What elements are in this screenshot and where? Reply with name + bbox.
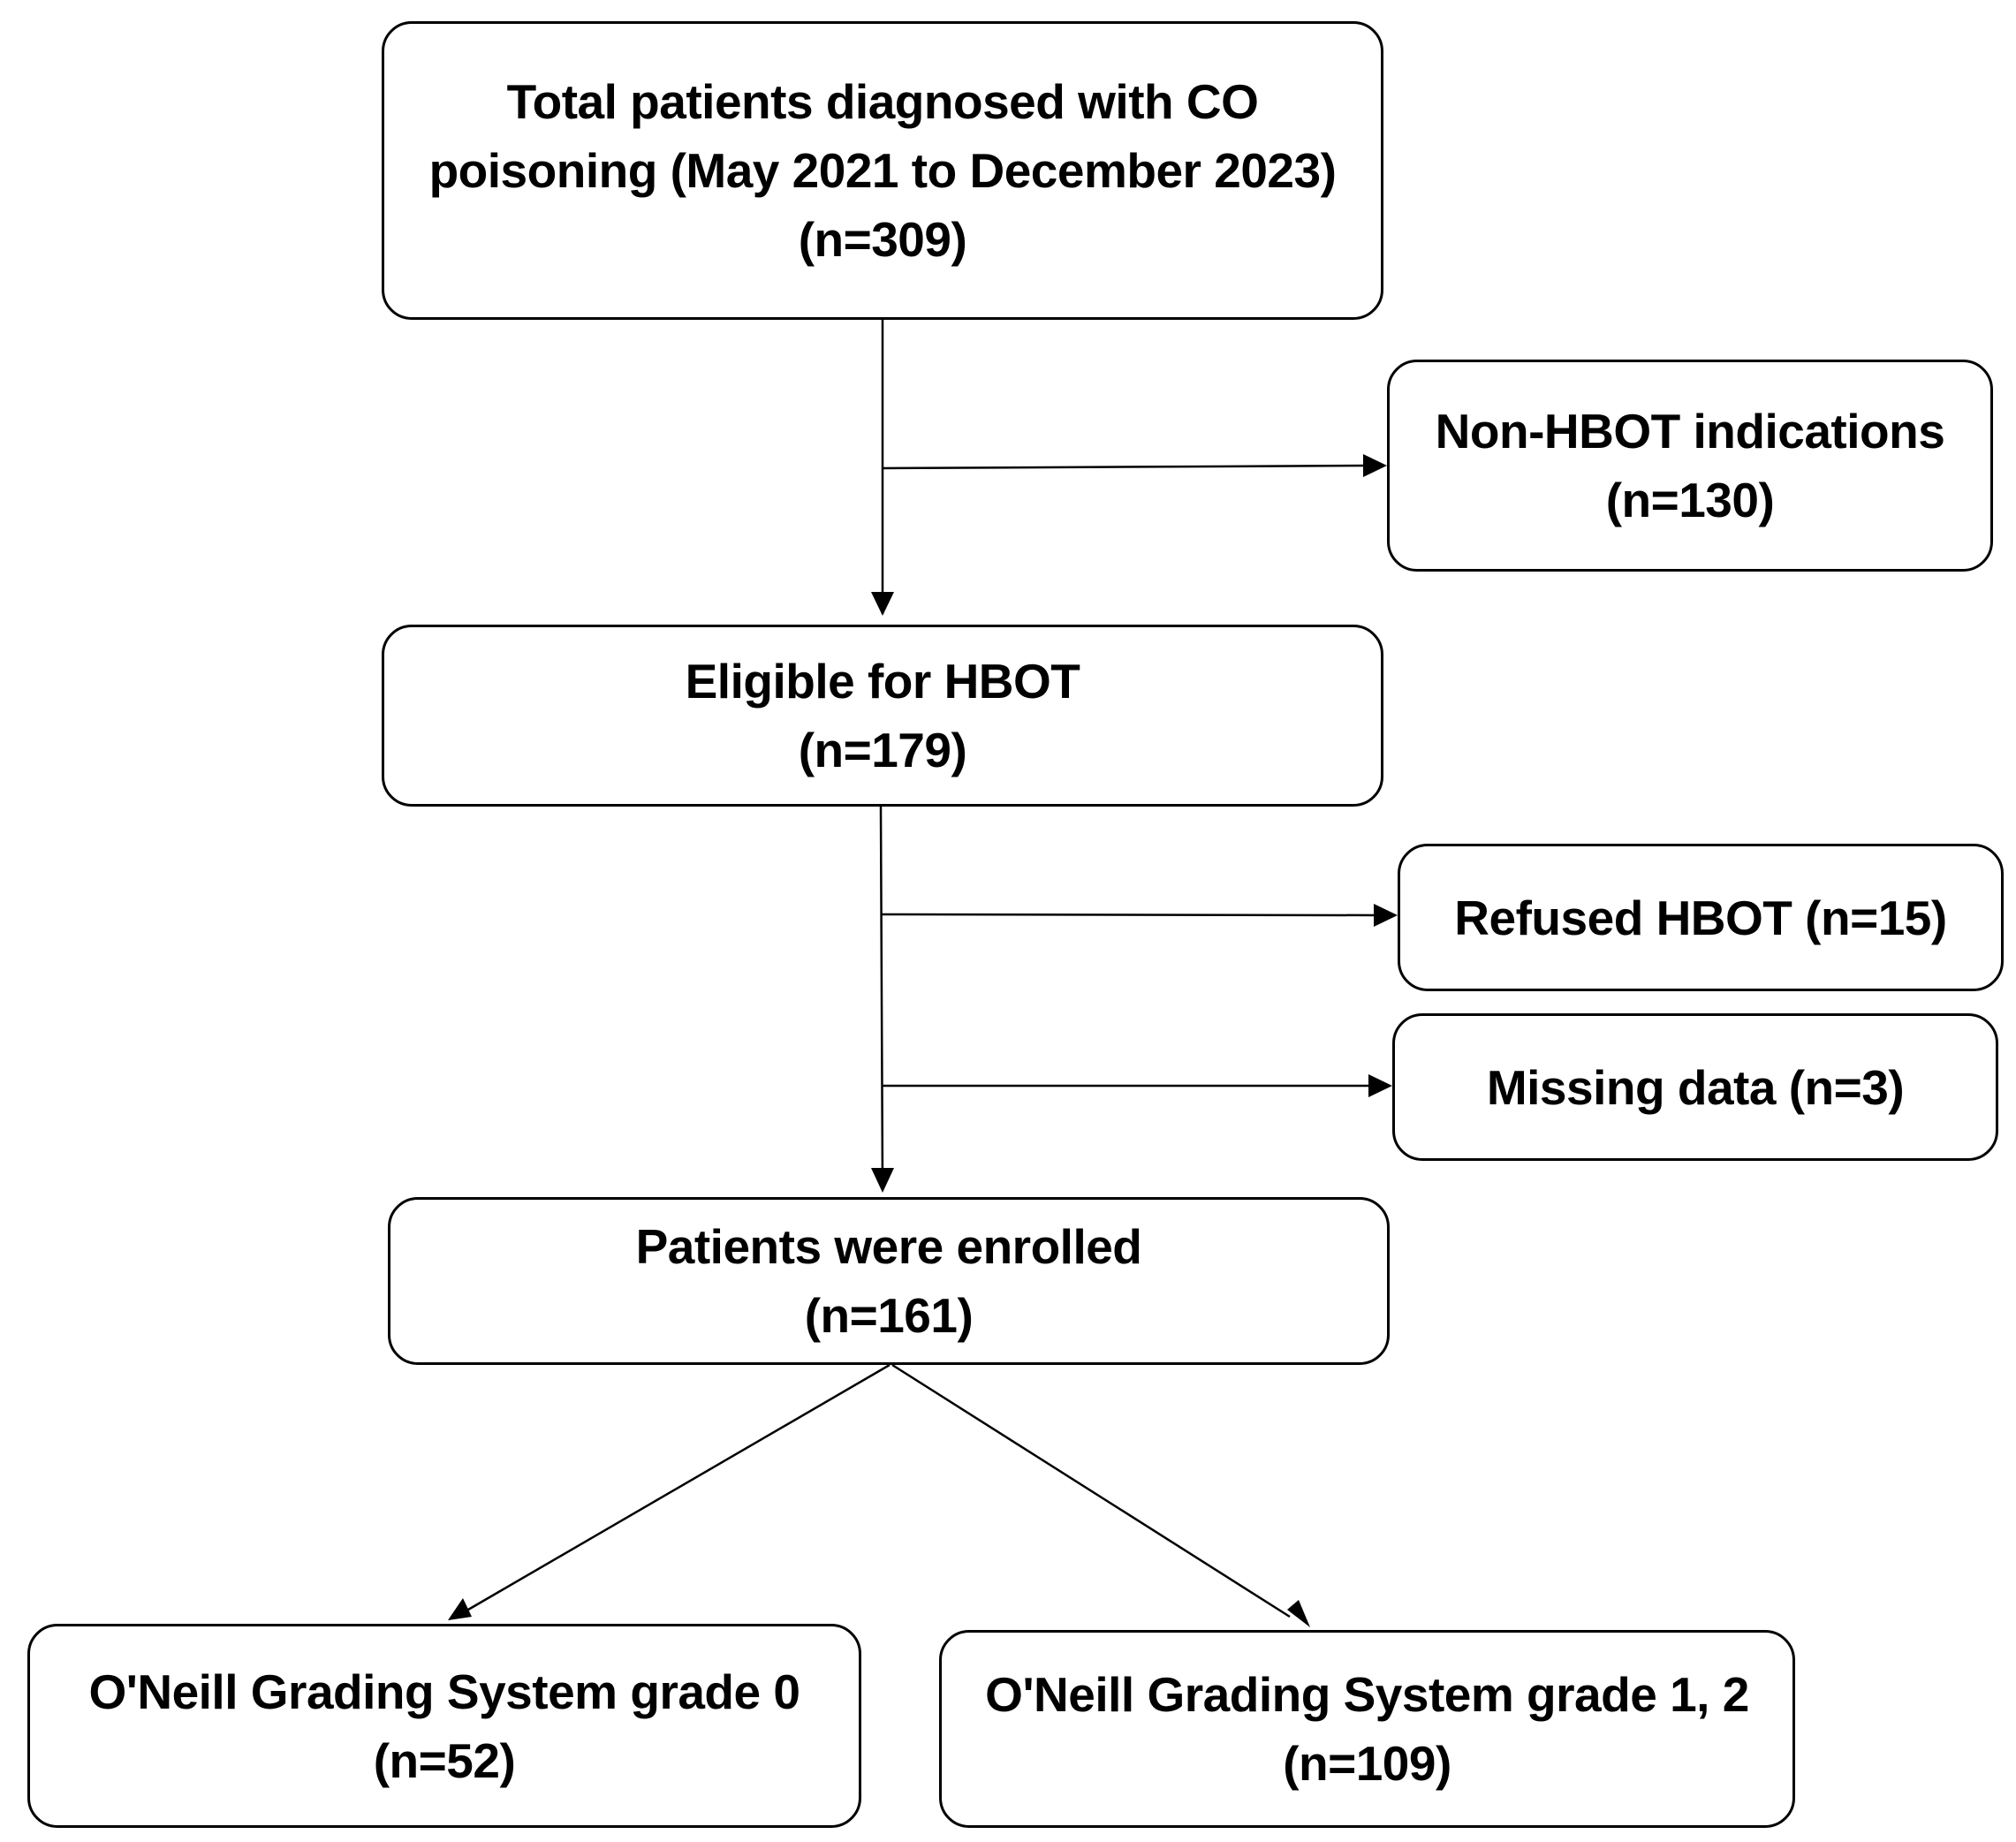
grade12-count: (n=109) [1283, 1736, 1451, 1791]
total-patients-line1: Total patients diagnosed with CO [506, 74, 1259, 129]
refused-hbot-box: Refused HBOT (n=15) [1398, 844, 2004, 991]
enrolled-count: (n=161) [804, 1288, 974, 1343]
eligible-for-hbot-box: Eligible for HBOT (n=179) [382, 625, 1383, 807]
arrowhead-nonhbot [1363, 454, 1387, 477]
total-patients-line2: poisoning (May 2021 to December 2023) [428, 143, 1337, 198]
grade-0-box: O'Neill Grading System grade 0 (n=52) [27, 1624, 861, 1828]
missing-data-box: Missing data (n=3) [1392, 1013, 1998, 1161]
arrowhead-refused [1374, 904, 1398, 927]
arrow-eligible-to-enrolled [879, 806, 884, 1187]
patients-enrolled-box: Patients were enrolled (n=161) [388, 1197, 1390, 1365]
arrow-to-refused [881, 913, 1379, 917]
enrolled-label: Patients were enrolled [635, 1219, 1142, 1274]
grade-1-2-box: O'Neill Grading System grade 1, 2 (n=109… [939, 1630, 1795, 1828]
missing-label: Missing data (n=3) [1486, 1059, 1905, 1115]
arrow-to-nonhbot [882, 464, 1370, 470]
refused-label: Refused HBOT (n=15) [1454, 890, 1947, 945]
total-patients-count: (n=309) [798, 212, 967, 267]
arrowhead-grade12 [1287, 1600, 1310, 1627]
grade0-label: O'Neill Grading System grade 0 [88, 1664, 800, 1719]
grade12-label: O'Neill Grading System grade 1, 2 [985, 1667, 1749, 1722]
arrowhead-missing [1368, 1074, 1392, 1097]
arrow-enrolled-to-grade0 [467, 1363, 891, 1611]
non-hbot-label: Non-HBOT indications [1435, 404, 1945, 459]
non-hbot-count: (n=130) [1605, 473, 1775, 527]
arrow-enrolled-to-grade12 [891, 1363, 1291, 1618]
arrowhead-enrolled [871, 1168, 894, 1193]
arrowhead-grade0 [448, 1598, 472, 1620]
non-hbot-indications-box: Non-HBOT indications (n=130) [1387, 360, 1993, 572]
eligible-label: Eligible for HBOT [685, 654, 1080, 709]
grade0-count: (n=52) [373, 1732, 516, 1788]
arrowhead-eligible [871, 592, 894, 616]
eligible-count: (n=179) [798, 723, 967, 777]
total-patients-box: Total patients diagnosed with CO poisoni… [382, 21, 1383, 320]
